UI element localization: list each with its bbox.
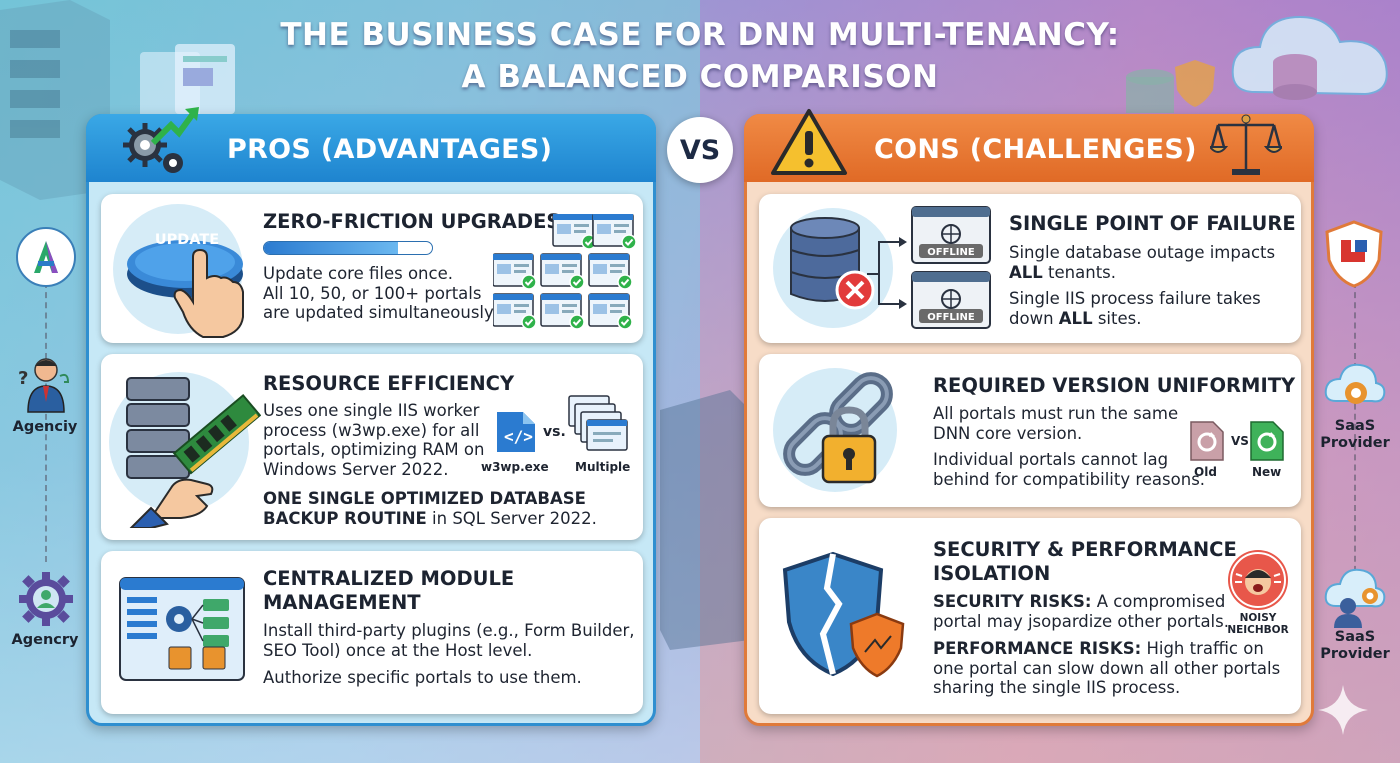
w3wp-label: w3wp.exe — [481, 460, 549, 474]
card-security-performance-isolation: SECURITY & PERFORMANCE ISOLATION NOISY N… — [759, 518, 1301, 714]
vs-small-label: VS — [1231, 434, 1249, 448]
module-dashboard-icon — [119, 577, 245, 681]
card-text: Update core files once. All 10, 50, or 1… — [263, 264, 497, 322]
web-pages-decoration-icon — [140, 44, 235, 122]
update-button-label: UPDATE — [154, 232, 220, 248]
offline-site-icon-2 — [911, 271, 991, 329]
shouting-face-icon — [1235, 569, 1281, 595]
failed-database-icon — [790, 217, 875, 310]
card-text-2: Authorize specific portals to use them. — [263, 668, 582, 687]
dnn-shield-logo-icon — [1325, 220, 1383, 288]
multiple-label: Multiple — [575, 460, 631, 474]
saas-provider-label-2: SaaS Provider — [1320, 629, 1390, 662]
security-risk-text: SECURITY RISKS: A compromised portal may… — [933, 592, 1229, 631]
card-title: SECURITY & PERFORMANCE ISOLATION — [933, 538, 1237, 585]
vs-small-label: vs. — [543, 424, 566, 440]
card-required-version-uniformity: REQUIRED VERSION UNIFORMITY All portals … — [759, 354, 1301, 507]
svg-text:</>: </> — [504, 427, 533, 446]
title-line-1: THE BUSINESS CASE FOR DNN MULTI-TENANCY: — [280, 17, 1120, 53]
failure-arrows-icon — [867, 237, 907, 309]
w3wp-code-icon: </> — [497, 412, 535, 452]
side-label-agency-1: Agenciy — [12, 419, 78, 435]
card-zero-friction-upgrades: UPDATE ZERO-FRICTION UPGRADES Update cor… — [101, 194, 643, 343]
gears-growth-icon — [123, 107, 199, 173]
server-rack-decoration-icon — [0, 0, 110, 200]
broken-shield-icon — [782, 551, 905, 678]
dnn-logo-icon — [16, 227, 76, 287]
update-button-icon[interactable] — [123, 212, 258, 342]
chain-lock-icon — [783, 372, 893, 484]
offline-site-icon-1 — [911, 206, 991, 264]
offline-label-1: OFFLINE — [927, 247, 975, 258]
updated-portals-grid-icon — [493, 214, 637, 330]
side-label-agency-2: Agencry — [11, 632, 79, 648]
new-label: New — [1252, 465, 1282, 479]
agency-gear-icon — [19, 572, 73, 626]
old-version-file-icon — [1190, 421, 1224, 461]
cons-heading: CONS (CHALLENGES) — [874, 134, 1197, 165]
card-text: Install third-party plugins (e.g., Form … — [263, 621, 635, 660]
pros-heading: PROS (ADVANTAGES) — [227, 134, 553, 165]
svg-text:?: ? — [18, 368, 28, 389]
portal-window-icon — [592, 214, 637, 250]
card-title: ZERO-FRICTION UPGRADES — [263, 210, 561, 233]
side-connector-left — [45, 282, 47, 562]
card-resource-efficiency: RESOURCE EFFICIENCY Uses one single IIS … — [101, 354, 643, 540]
page-title: THE BUSINESS CASE FOR DNN MULTI-TENANCY:… — [200, 14, 1200, 98]
portal-window-icon — [588, 253, 633, 290]
card-centralized-module-management: CENTRALIZED MODULE MANAGEMENT Install th… — [101, 551, 643, 714]
agency-person-icon: ? — [18, 358, 70, 413]
card-single-point-of-failure: OFFLINE OFFLINE SINGLE POINT OF FAILURE … — [759, 194, 1301, 343]
portal-window-icon — [540, 253, 585, 290]
card-title: RESOURCE EFFICIENCY — [263, 372, 515, 395]
performance-risk-text: PERFORMANCE RISKS: High traffic on one p… — [933, 639, 1281, 697]
card-title: SINGLE POINT OF FAILURE — [1009, 212, 1296, 235]
card-text: All portals must run the same DNN core v… — [933, 404, 1179, 443]
offline-label-2: OFFLINE — [927, 312, 975, 323]
pros-panel: PROS (ADVANTAGES) UPDATE ZERO-FRICTION U… — [86, 107, 656, 726]
new-version-file-icon — [1250, 421, 1284, 461]
saas-provider-label-1: SaaS Provider — [1320, 418, 1390, 451]
warning-triangle-icon — [771, 109, 847, 175]
portal-window-icon — [540, 293, 585, 330]
card-text-2: Single IIS process failure takes down AL… — [1009, 289, 1261, 328]
portal-window-icon — [493, 293, 537, 330]
cloud-decoration-icon — [1231, 15, 1388, 100]
card-bold-note: ONE SINGLE OPTIMIZED DATABASE BACKUP ROU… — [263, 489, 597, 528]
portal-window-icon — [552, 214, 597, 250]
database-shield-decoration-icon — [1126, 60, 1215, 113]
vs-badge: VS — [667, 117, 733, 183]
card-text-2: Individual portals cannot lag behind for… — [933, 450, 1206, 489]
noisy-neighbor-icon — [1230, 552, 1286, 608]
card-text: Single database outage impacts ALL tenan… — [1009, 243, 1276, 282]
balance-scale-icon — [1210, 114, 1282, 175]
card-title: REQUIRED VERSION UNIFORMITY — [933, 374, 1296, 397]
multiple-processes-icon — [568, 395, 628, 451]
noisy-neighbor-label: NOISY NEICHBOR — [1227, 612, 1289, 636]
cons-panel: CONS (CHALLENGES) — [744, 109, 1314, 726]
upgrade-progress-fill — [264, 242, 399, 254]
server-rack-right-decoration-icon — [660, 390, 750, 650]
side-connector-right — [1354, 282, 1356, 582]
title-line-2: A BALANCED COMPARISON — [461, 59, 939, 95]
saas-cloud-person-icon-2 — [1324, 568, 1386, 628]
card-text: Uses one single IIS worker process (w3wp… — [263, 401, 485, 479]
server-ram-hand-icon — [126, 377, 261, 528]
card-title: CENTRALIZED MODULE MANAGEMENT — [263, 567, 515, 614]
sparkle-icon — [1318, 685, 1368, 735]
portal-window-icon — [588, 293, 633, 330]
old-label: Old — [1194, 465, 1217, 479]
upgrade-progress-bar — [263, 241, 433, 255]
portal-window-icon — [493, 253, 537, 290]
saas-cloud-gear-icon-1 — [1324, 363, 1386, 404]
